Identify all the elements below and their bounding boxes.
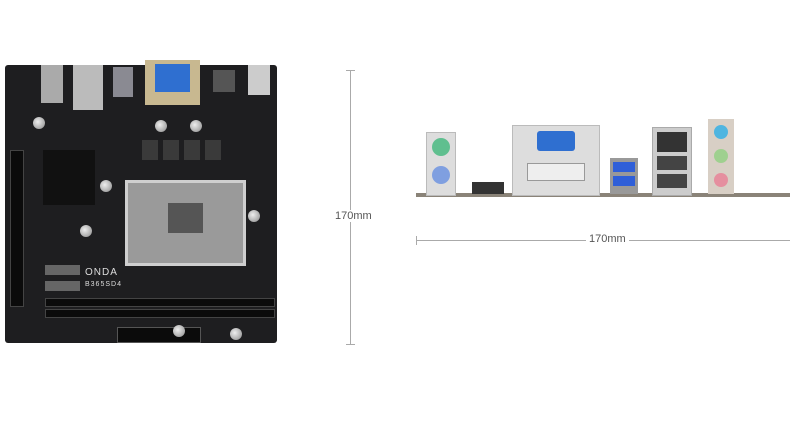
lan-usb-ports [652,127,692,196]
capacitor [80,225,92,237]
capacitor [230,328,242,340]
width-dimension-label: 170mm [586,233,629,245]
io-hdmi [213,70,235,92]
pcie-slot [10,150,24,307]
width-dimension-tick [416,236,417,245]
atx-power-connector [117,327,201,343]
io-usb [248,65,270,95]
capacitor [155,120,167,132]
io-ps2-block [41,65,63,103]
height-dimension-tick [346,70,355,71]
capacitor [173,325,185,337]
dimm-slot [45,309,275,318]
vrm-chokes [142,140,224,160]
io-shield-edge [416,193,790,197]
height-dimension-line [350,70,351,345]
height-dimension-label: 170mm [332,210,375,222]
cpu-socket [125,180,246,266]
vga-dvi-ports [512,125,600,196]
capacitor [248,210,260,222]
m2-slot [45,281,80,291]
dimm-slot [45,298,275,307]
ps2-ports [426,132,456,196]
io-vga-dvi [145,60,200,105]
hdmi-port [472,182,504,194]
rear-io-panel [416,115,790,199]
usb3-ports [610,158,638,194]
height-dimension-tick [346,344,355,345]
m2-slot [45,265,80,275]
chipset [43,150,95,205]
capacitor [190,120,202,132]
capacitor [100,180,112,192]
io-usb3 [113,67,133,97]
audio-jacks [708,119,734,194]
io-lan-audio-block [73,65,103,110]
capacitor [33,117,45,129]
